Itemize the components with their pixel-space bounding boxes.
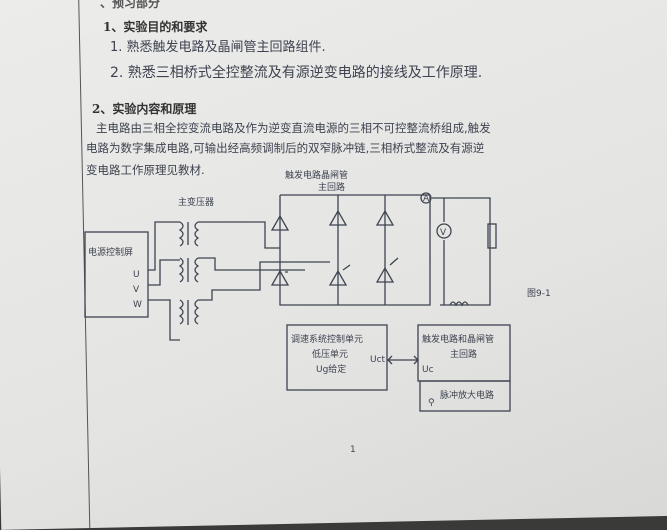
goal-2: 2. 熟悉三相桥式全控整流及有源逆变电路的接线及工作原理. [110, 65, 483, 81]
switch-icon: ⚲ [428, 398, 435, 408]
heading-principle: 2、实验内容和原理 [92, 102, 197, 116]
control-out-label: Uct [370, 355, 386, 365]
phase-u: U [133, 270, 140, 280]
power-panel-box [84, 231, 149, 318]
circuit-diagram: 触发电路晶闸管 主回路 主变压器 电源控制屏 U V W A V 图9-1 调速… [84, 169, 551, 455]
trigger-line-1: 触发电路和晶闸管 [422, 333, 494, 345]
control-line-1: 调速系统控制单元 [291, 333, 363, 345]
phase-w: W [133, 300, 142, 310]
principle-line-1: 主电路由三相全控变流电路及作为逆变直流电源的三相不可控整流桥组成,触发 [96, 121, 491, 135]
voltmeter-label: V [440, 228, 447, 238]
transformer [148, 221, 330, 341]
rheostat-icon [487, 223, 497, 249]
principle-line-2: 电路为数字集成电路,可输出经高频调制后的双窄脉冲链,三相桥式整流及有源逆 [86, 141, 485, 155]
heading-goals: 1、实验目的和要求 [103, 20, 208, 34]
voltmeter-icon [436, 223, 452, 239]
principle-line-3: 变电路工作原理见教材. [86, 163, 205, 177]
phase-v: V [133, 285, 140, 295]
inductor-icon [449, 301, 469, 307]
trigger-line-2: 主回路 [450, 348, 477, 360]
control-unit-box [286, 324, 388, 391]
page-number: 1 [350, 445, 356, 455]
trigger-in-label: Uc [422, 365, 434, 375]
figure-label: 图9-1 [527, 288, 551, 299]
section-header: 、预习部分 [100, 0, 161, 10]
thyristor-label: 触发电路晶闸管 [285, 169, 348, 181]
thyristor-bridge [270, 194, 431, 306]
power-panel-label: 电源控制屏 [88, 246, 133, 258]
main-circuit-label: 主回路 [318, 181, 345, 193]
transformer-label: 主变压器 [178, 196, 214, 208]
signal-arrow [387, 355, 419, 365]
ammeter-label: A [423, 194, 430, 204]
control-line-3: Ug给定 [316, 363, 346, 375]
pulse-amp-box [419, 380, 511, 412]
ammeter-icon [420, 192, 432, 204]
goal-1: 1. 熟悉触发电路及晶闸管主回路组件. [110, 40, 326, 55]
control-line-2: 低压单元 [312, 348, 348, 360]
pulse-amp-label: 脉冲放大电路 [440, 389, 494, 401]
